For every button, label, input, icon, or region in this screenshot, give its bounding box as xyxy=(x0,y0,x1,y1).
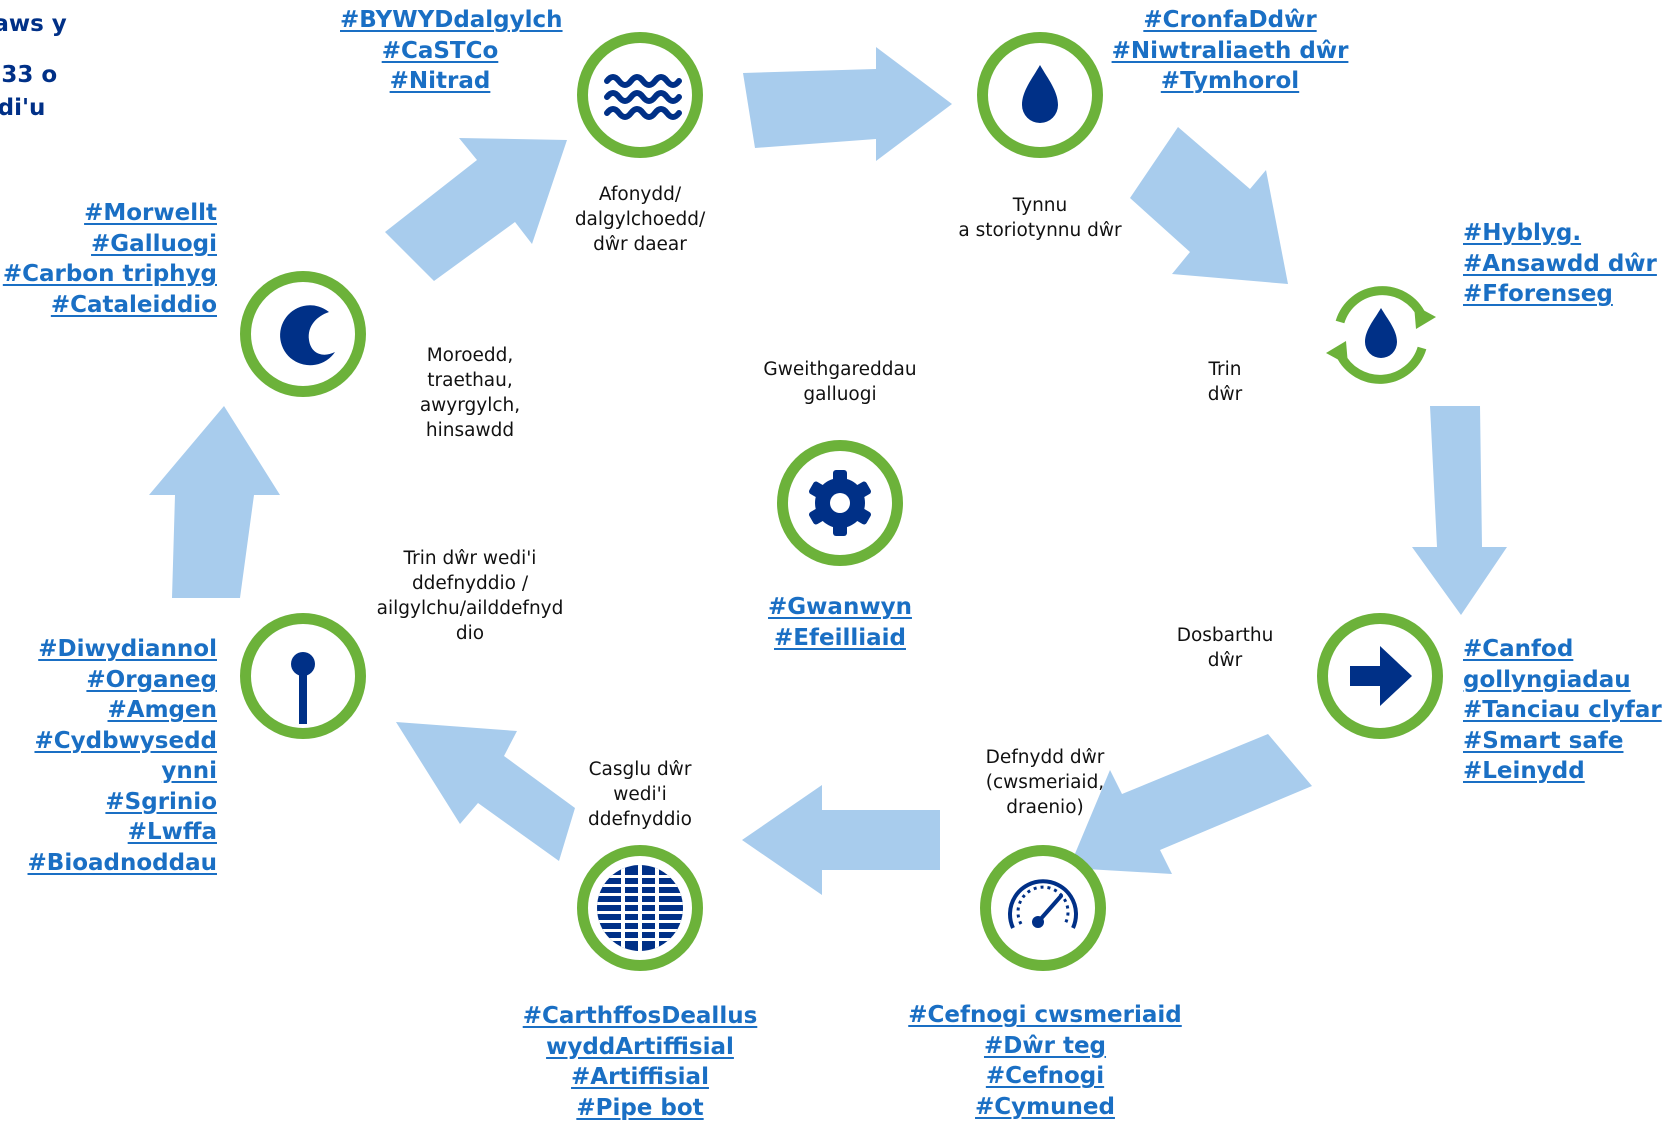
tag-link[interactable]: #Fforenseg xyxy=(1463,279,1657,310)
use-label: Defnydd dŵr (cwsmeriaid, draenio) xyxy=(945,745,1145,820)
intro-line: r 33 o xyxy=(0,59,92,92)
gear-icon xyxy=(788,451,892,555)
tag-link[interactable]: #Morwellt xyxy=(3,198,217,229)
rivers-label: Afonydd/ dalgylchoedd/ dŵr daear xyxy=(540,182,740,257)
waves-icon xyxy=(588,43,692,147)
seas-label: Moroedd, traethau, awyrgylch, hinsawdd xyxy=(390,343,550,443)
tag-link[interactable]: #Cydbwysedd xyxy=(28,726,217,757)
tag-link[interactable]: #Cefnogi xyxy=(900,1061,1190,1092)
moon-wave-icon xyxy=(251,282,355,386)
tag-link[interactable]: #Artiffisial xyxy=(500,1062,780,1093)
tag-link[interactable]: #Efeilliaid xyxy=(740,623,940,654)
cycle-arrow xyxy=(1130,127,1288,284)
rivers-tags: #BYWYDdalgylch #CaSTCo #Nitrad xyxy=(340,5,540,97)
wastewater-label: Trin dŵr wedi'i ddefnyddio / ailgylchu/a… xyxy=(350,546,590,646)
collection-node xyxy=(577,845,703,971)
tag-link[interactable]: #Galluogi xyxy=(3,229,217,260)
center-label: Gweithgareddau galluogi xyxy=(740,357,940,407)
tag-link[interactable]: ynni xyxy=(28,756,217,787)
tag-link[interactable]: #Gwanwyn xyxy=(740,592,940,623)
tag-link[interactable]: #Nitrad xyxy=(340,66,540,97)
tag-link[interactable]: #Tanciau clyfar xyxy=(1463,695,1662,726)
tag-link[interactable]: #Smart safe xyxy=(1463,726,1662,757)
distribution-node xyxy=(1317,613,1443,739)
tag-link[interactable]: #CarthffosDeallus xyxy=(500,1001,780,1032)
tag-link[interactable]: #Pipe bot xyxy=(500,1093,780,1123)
cycle-arrow xyxy=(743,47,952,161)
rivers-node xyxy=(577,32,703,158)
tag-link[interactable]: #Carbon triphyg xyxy=(3,259,217,290)
tag-link[interactable]: #CronfaDdŵr xyxy=(1100,5,1360,36)
tag-link[interactable]: #Cataleiddio xyxy=(3,290,217,321)
distribution-tags: #Canfod gollyngiadau #Tanciau clyfar #Sm… xyxy=(1463,634,1662,787)
tag-link[interactable]: wyddArtiffisial xyxy=(500,1032,780,1063)
cycle-arrow xyxy=(149,406,280,598)
seas-node xyxy=(240,271,366,397)
water-drop-icon xyxy=(988,43,1092,147)
use-node xyxy=(980,845,1106,971)
wastewater-tags: #Diwydiannol #Organeg #Amgen #Cydbwysedd… xyxy=(28,634,217,878)
abstraction-label: Tynnu a storiotynnu dŵr xyxy=(930,193,1150,243)
arrow-right-icon xyxy=(1328,624,1432,728)
seas-tags: #Morwellt #Galluogi #Carbon triphyg #Cat… xyxy=(3,198,217,320)
tag-link[interactable]: #Diwydiannol xyxy=(28,634,217,665)
collection-tags: #CarthffosDeallus wyddArtiffisial #Artif… xyxy=(500,1001,780,1123)
intro-text: raws y r 33 o edi'u xyxy=(0,8,92,125)
abstraction-tags: #CronfaDdŵr #Niwtraliaeth dŵr #Tymhorol xyxy=(1100,5,1360,97)
tag-link[interactable]: #Ansawdd dŵr xyxy=(1463,249,1657,280)
center-node xyxy=(777,440,903,566)
tag-link[interactable]: #Canfod xyxy=(1463,634,1662,665)
intro-line: raws y xyxy=(0,8,92,41)
tag-link[interactable]: #Cymuned xyxy=(900,1092,1190,1123)
sewer-grate-icon xyxy=(588,856,692,960)
tag-link[interactable]: #Sgrinio xyxy=(28,787,217,818)
cycle-arrow xyxy=(1412,406,1507,615)
center-tags: #Gwanwyn #Efeilliaid xyxy=(740,592,940,653)
treatment-label: Trin dŵr xyxy=(1165,357,1285,407)
outfall-pipe-icon xyxy=(251,624,355,728)
tag-link[interactable]: #Organeg xyxy=(28,665,217,696)
tag-link[interactable]: #Bioadnoddau xyxy=(28,848,217,879)
treatment-node xyxy=(1318,272,1444,398)
tag-link[interactable]: gollyngiadau xyxy=(1463,665,1662,696)
tag-link[interactable]: #Lwffa xyxy=(28,817,217,848)
tag-link[interactable]: #Tymhorol xyxy=(1100,66,1360,97)
cycle-arrow xyxy=(742,785,940,895)
tag-link[interactable]: #Hyblyg. xyxy=(1463,218,1657,249)
tag-link[interactable]: #Amgen xyxy=(28,695,217,726)
tag-link[interactable]: #Dŵr teg xyxy=(900,1031,1190,1062)
intro-line: edi'u xyxy=(0,92,92,125)
tag-link[interactable]: #BYWYDdalgylch xyxy=(340,5,540,36)
distribution-label: Dosbarthu dŵr xyxy=(1150,623,1300,673)
tag-link[interactable]: #Cefnogi cwsmeriaid xyxy=(900,1000,1190,1031)
use-tags: #Cefnogi cwsmeriaid #Dŵr teg #Cefnogi #C… xyxy=(900,1000,1190,1122)
tag-link[interactable]: #CaSTCo xyxy=(340,36,540,67)
tag-link[interactable]: #Leinydd xyxy=(1463,756,1662,787)
treatment-tags: #Hyblyg. #Ansawdd dŵr #Fforenseg xyxy=(1463,218,1657,310)
gauge-icon xyxy=(991,856,1095,960)
tag-link[interactable]: #Niwtraliaeth dŵr xyxy=(1100,36,1360,67)
cycle-arrow xyxy=(396,722,575,861)
collection-label: Casglu dŵr wedi'i ddefnyddio xyxy=(550,757,730,832)
abstraction-node xyxy=(977,32,1103,158)
wastewater-node xyxy=(240,613,366,739)
recycle-drop-icon xyxy=(1318,272,1444,398)
